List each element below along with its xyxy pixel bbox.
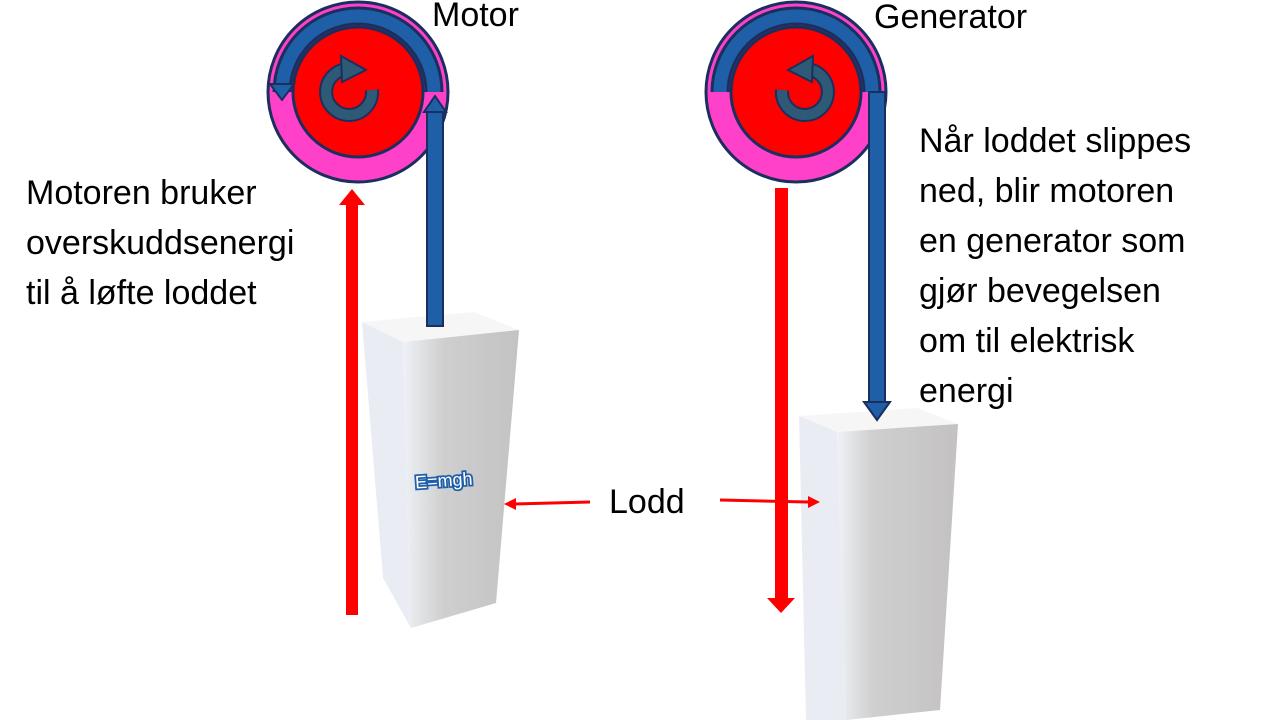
motor-label: Motor [432, 0, 519, 34]
generator-description-line: energi [919, 372, 1014, 410]
generator-wheel [704, 0, 888, 184]
counterclockwise-rotation-icon [319, 54, 380, 122]
generator-description-line: om til elektrisk [919, 322, 1135, 360]
generator-description-line: en generator som [919, 222, 1186, 260]
formula-label: E=mgh [414, 469, 473, 493]
motor-wheel [266, 0, 450, 184]
generator-description-line: ned, blir motoren [919, 172, 1175, 210]
lodd-pointer-left-arrow [504, 498, 591, 510]
left-weight-block [362, 312, 519, 628]
lodd-pointer-right-arrow [719, 496, 820, 508]
motor-description: Motoren bruker overskuddsenergi til å lø… [26, 168, 294, 318]
right-weight-block [799, 408, 958, 720]
generator-label: Generator [874, 0, 1028, 36]
weight-label: Lodd [609, 483, 685, 521]
red-up-arrow [339, 189, 365, 615]
clockwise-rotation-icon [774, 54, 835, 122]
motor-rope-up-arrow [422, 94, 448, 327]
generator-description-line: gjør bevegelsen [919, 272, 1161, 310]
generator-description-line: Når loddet slippes [919, 122, 1192, 160]
generator-description: Når loddet slippes ned, blir motoren en … [919, 116, 1191, 416]
red-down-arrow [767, 188, 795, 613]
motor-description-line: overskuddsenergi [26, 224, 295, 262]
generator-rope-down-arrow [862, 91, 892, 422]
motor-description-line: til å løfte loddet [26, 274, 257, 312]
motor-description-line: Motoren bruker [26, 174, 257, 212]
